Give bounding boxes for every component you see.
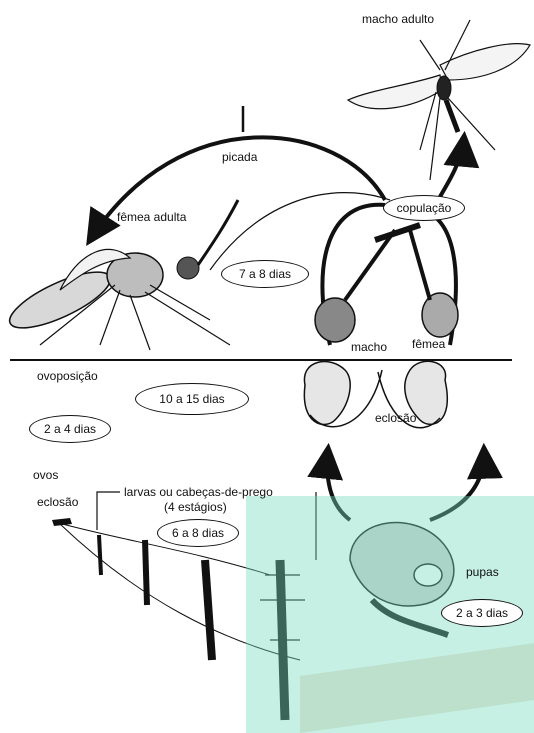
label-copulation: copulação [383,195,465,221]
label-hatching-bottom: eclosão [37,495,78,509]
label-pupae: pupas [466,565,499,579]
duration-pupae: 2 a 3 dias [441,599,523,627]
label-female: fêmea [412,337,445,351]
duration-cycle: 10 a 15 dias [135,383,249,415]
male-adult-mosquito [348,20,530,180]
label-male: macho [351,340,387,354]
label-female-adult: fêmea adulta [117,210,186,224]
label-male-adult: macho adulto [362,12,434,26]
label-stages: (4 estágios) [164,500,227,514]
label-eggs: ovos [33,468,58,482]
label-bite: picada [222,150,257,164]
duration-eggs: 2 a 4 dias [29,415,111,443]
mating-pair [315,225,458,342]
label-oviposition: ovoposição [37,369,98,383]
label-hatching-top: eclosão [375,411,416,425]
copulation-arrow [438,138,464,200]
label-larvae: larvas ou cabeças-de-prego [124,485,273,499]
duration-larvae: 6 a 8 dias [157,519,239,547]
duration-adult-maturation: 7 a 8 dias [221,260,309,288]
